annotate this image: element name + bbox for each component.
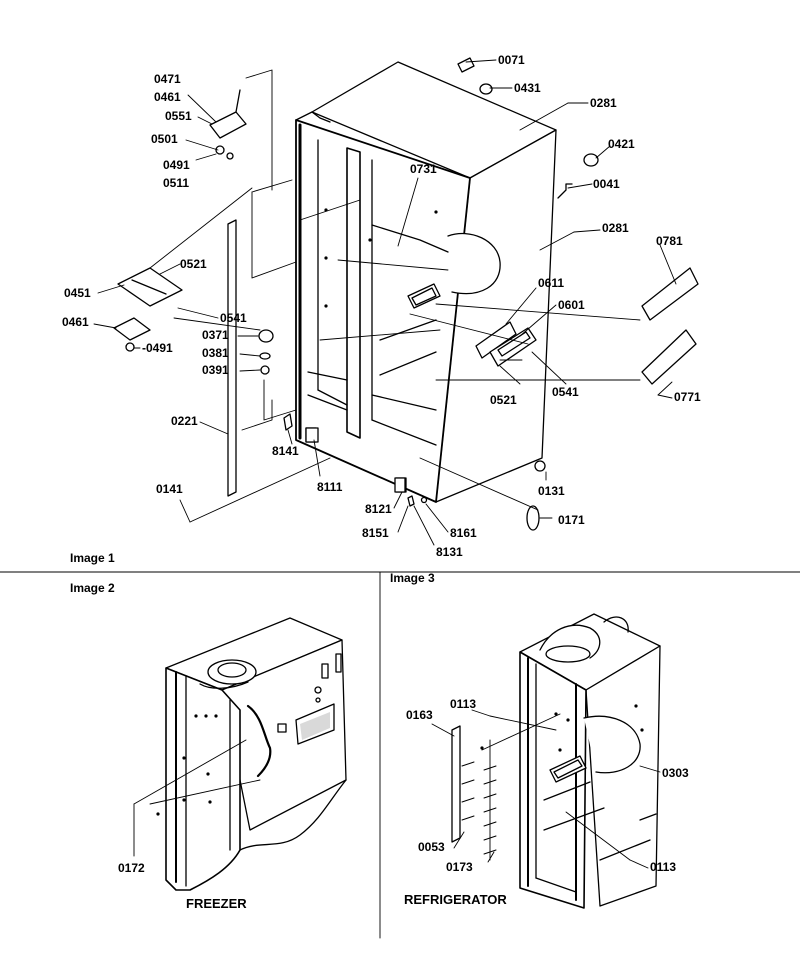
part-label-0491-top: 0491 xyxy=(163,158,190,172)
title-freezer: FREEZER xyxy=(186,896,247,911)
part-label-0771: 0771 xyxy=(674,390,701,404)
caption-image-3: Image 3 xyxy=(390,571,435,585)
part-label-8111: 8111 xyxy=(317,480,343,494)
part-label-0113-bottom: 0113 xyxy=(650,860,677,874)
part-label-0041: 0041 xyxy=(593,177,620,191)
part-label-8151: 8151 xyxy=(362,526,389,540)
part-label-0501: 0501 xyxy=(151,132,178,146)
part-label-0391: 0391 xyxy=(202,363,229,377)
part-label-0131: 0131 xyxy=(538,484,565,498)
part-label-0171: 0171 xyxy=(558,513,585,527)
caption-image-2: Image 2 xyxy=(70,581,115,595)
part-label-0421: 0421 xyxy=(608,137,635,151)
leader-lines xyxy=(93,59,677,546)
part-label-0611: 0611 xyxy=(538,276,565,290)
part-label-0471: 0471 xyxy=(154,72,181,86)
part-label-0113-top: 0113 xyxy=(450,697,477,711)
part-label-0172: 0172 xyxy=(118,861,145,875)
part-label-8121: 8121 xyxy=(365,502,392,516)
freezer-cabinet xyxy=(133,617,347,891)
part-label-0303: 0303 xyxy=(662,766,689,780)
part-label-0451: 0451 xyxy=(64,286,91,300)
part-label-0281-top: 0281 xyxy=(590,96,617,110)
part-label-0491-mid: -0491 xyxy=(142,341,173,355)
part-label-0381: 0381 xyxy=(202,346,229,360)
part-label-0551: 0551 xyxy=(165,109,192,123)
part-label-0163: 0163 xyxy=(406,708,433,722)
part-label-0371: 0371 xyxy=(202,328,229,342)
part-label-0731: 0731 xyxy=(410,162,437,176)
part-label-0521-left: 0521 xyxy=(180,257,207,271)
part-label-0781: 0781 xyxy=(656,234,683,248)
part-label-0601: 0601 xyxy=(558,298,585,312)
part-label-0521-right: 0521 xyxy=(490,393,517,407)
part-label-0541-right: 0541 xyxy=(552,385,579,399)
part-label-0281-mid: 0281 xyxy=(602,221,629,235)
cabinet-outline xyxy=(295,61,557,503)
refrigerator-cabinet xyxy=(431,613,661,909)
part-label-0541-left: 0541 xyxy=(220,311,247,325)
part-label-8161: 8161 xyxy=(450,526,477,540)
part-label-0053: 0053 xyxy=(418,840,445,854)
part-label-0071: 0071 xyxy=(498,53,525,67)
title-refrigerator: REFRIGERATOR xyxy=(404,892,507,907)
caption-image-1: Image 1 xyxy=(70,551,115,565)
part-label-8141: 8141 xyxy=(272,444,299,458)
part-label-0431: 0431 xyxy=(514,81,541,95)
part-label-8131: 8131 xyxy=(436,545,463,559)
part-label-0173: 0173 xyxy=(446,860,473,874)
part-label-0221: 0221 xyxy=(171,414,198,428)
part-label-0511: 0511 xyxy=(163,176,190,190)
part-label-0461-mid: 0461 xyxy=(62,315,89,329)
part-label-0141: 0141 xyxy=(156,482,183,496)
part-label-0461-top: 0461 xyxy=(154,90,181,104)
assembly-guide-lines xyxy=(149,69,641,523)
